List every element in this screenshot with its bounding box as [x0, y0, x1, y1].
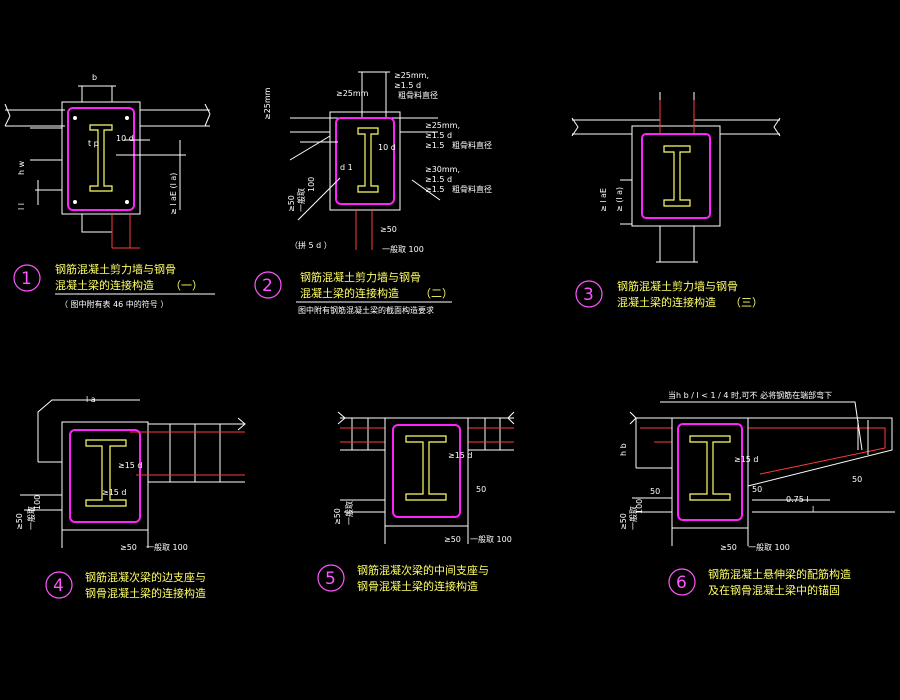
detail-title-line1: 钢筋混凝土剪力墙与钢骨	[617, 279, 738, 293]
detail-title-suffix: （二）	[420, 287, 453, 300]
d2-lei: 一般取	[296, 188, 306, 212]
d6-15d: ≥15 d	[734, 455, 759, 464]
d1-hw-label: h w	[17, 160, 26, 175]
detail-note: （ 图中附有表 46 中的符号 ）	[60, 299, 168, 309]
d4-50b: ≥50	[120, 543, 137, 552]
d6-50: 50	[650, 487, 660, 496]
detail-title-line1: 钢筋混凝土悬伸梁的配筋构造	[708, 567, 851, 581]
d6-gen100: 一般取 100	[748, 542, 790, 552]
detail-number: 1	[21, 269, 32, 289]
detail-title-line1: 钢筋混凝土剪力墙与钢骨	[300, 270, 421, 284]
detail-4: l a ≥15 d ≥15 d 100 ≥50 一般取 ≥50 一般取 100 …	[15, 395, 246, 600]
d6-ge50b: ≥50	[720, 543, 737, 552]
d6-lei: 一般取	[628, 506, 638, 530]
detail-number-circle	[575, 280, 603, 308]
detail-title-line2: 及在钢骨混凝土梁中的锚固	[708, 583, 840, 597]
detail-number: 5	[325, 569, 336, 589]
detail-title-line1: 钢筋混凝次梁的边支座与	[85, 570, 206, 584]
detail-5: ≥15 d 50 ≥50 一般取 ≥50 一般取 100 5 钢筋混凝次梁的中间…	[317, 411, 515, 593]
d6-note: 当h b / l < 1 / 4 时,可不 必将钢筋在端部弯下	[668, 390, 832, 400]
d2-25a: ≥25mm	[336, 89, 369, 98]
detail-title-line1: 钢筋混凝土剪力墙与钢骨	[55, 262, 176, 276]
d2-25b: ≥25mm,	[425, 121, 460, 130]
d1-b-label: b	[92, 73, 97, 82]
d2-5d: （拼 5 d ）	[290, 240, 332, 250]
detail-number-circle	[668, 568, 696, 596]
d2-15c: ≥1.5	[425, 141, 444, 150]
d4-gen100: 一般取 100	[146, 542, 188, 552]
d2-15d: ≥1.5 d	[425, 175, 452, 184]
detail-title-line2: 钢骨混凝土梁的连接构造	[85, 586, 206, 600]
d4-50: ≥50	[15, 513, 24, 530]
d1-tp-label: t p	[88, 139, 99, 148]
d5-15d: ≥15 d	[448, 451, 473, 460]
d2-gen100: 一般取 100	[382, 244, 424, 254]
d2-ge50: ≥50	[287, 195, 296, 212]
d3-lae: ≥ l aE	[599, 188, 608, 212]
d2-25mm: ≥25mm,	[394, 71, 429, 80]
detail-title-line1: 钢筋混凝次梁的中间支座与	[357, 563, 489, 577]
d2-ge2: 粗骨料直径	[452, 140, 492, 150]
d1-10d-label: 10 d	[116, 134, 134, 143]
detail-3: ≥ l aE ≥ (l a) 3 钢筋混凝土剪力墙与钢骨 混凝土梁的连接构造 （…	[571, 92, 781, 309]
d2-15e: ≥1.5	[425, 185, 444, 194]
detail-number-circle	[45, 571, 73, 599]
d2-15b: ≥1.5 d	[425, 131, 452, 140]
d4-15d: ≥15 d	[118, 461, 143, 470]
d6-ge50: ≥50	[619, 513, 628, 530]
d6-100: 100	[635, 499, 644, 514]
d5-gen100: 一般取 100	[470, 534, 512, 544]
detail-title-line2: 混凝土梁的连接构造	[55, 278, 154, 292]
d3-la: ≥ (l a)	[615, 187, 624, 212]
detail-number: 3	[583, 285, 594, 305]
d2-30: ≥30mm,	[425, 165, 460, 174]
d5-50: 50	[476, 485, 486, 494]
d2-15: ≥1.5 d	[394, 81, 421, 90]
d5-lei: 一般取	[344, 501, 354, 525]
detail-number-circle	[13, 264, 41, 292]
d6-50c: 50	[852, 475, 862, 484]
detail-title-line2: 钢骨混凝土梁的连接构造	[357, 579, 478, 593]
detail-number: 2	[262, 276, 273, 296]
d2-10d: 10 d	[378, 143, 396, 152]
d5-50b: ≥50	[333, 508, 342, 525]
d2-100: 100	[307, 177, 316, 192]
d4-100: 100	[33, 495, 42, 510]
d6-50b: 50	[752, 485, 762, 494]
detail-6: 当h b / l < 1 / 4 时,可不 必将钢筋在端部弯下 h b ≥15 …	[619, 390, 895, 597]
d2-ge3: 粗骨料直径	[452, 184, 492, 194]
detail-number-circle	[254, 271, 282, 299]
detail-number: 4	[53, 576, 64, 596]
detail-title-suffix: （三）	[730, 296, 763, 309]
detail-1: b t p 10 d h w ≥ l aE (l a) l l 1 钢筋混凝土剪…	[4, 73, 215, 309]
detail-title-suffix: （一）	[170, 279, 203, 292]
d2-d1: d 1	[340, 163, 353, 172]
d4-lei: 一般取	[26, 506, 36, 530]
d5-50c: ≥50	[444, 535, 461, 544]
d4-15d2: ≥15 d	[102, 488, 127, 497]
d6-l: l	[812, 505, 814, 514]
d2-ge50b: ≥50	[380, 225, 397, 234]
d2-25v: ≥25mm	[263, 87, 272, 120]
detail-note: 图中附有钢筋混凝土梁的截面构造要求	[298, 305, 434, 315]
detail-number-circle	[317, 564, 345, 592]
d6-hb: h b	[619, 443, 628, 456]
d2-ge: 粗骨料直径	[398, 90, 438, 100]
detail-title-line2: 混凝土梁的连接构造	[617, 295, 716, 309]
d4-la: l a	[86, 395, 96, 404]
detail-number: 6	[676, 573, 687, 593]
d1-ll-label: l l	[17, 203, 26, 210]
d6-075: 0.75 l	[786, 495, 809, 504]
detail-title-line2: 混凝土梁的连接构造	[300, 286, 399, 300]
d1-lae-label: ≥ l aE (l a)	[169, 173, 178, 215]
detail-2: ≥25mm, ≥1.5 d 粗骨料直径 ≥25mm ≥25mm, ≥1.5 d …	[254, 71, 492, 315]
